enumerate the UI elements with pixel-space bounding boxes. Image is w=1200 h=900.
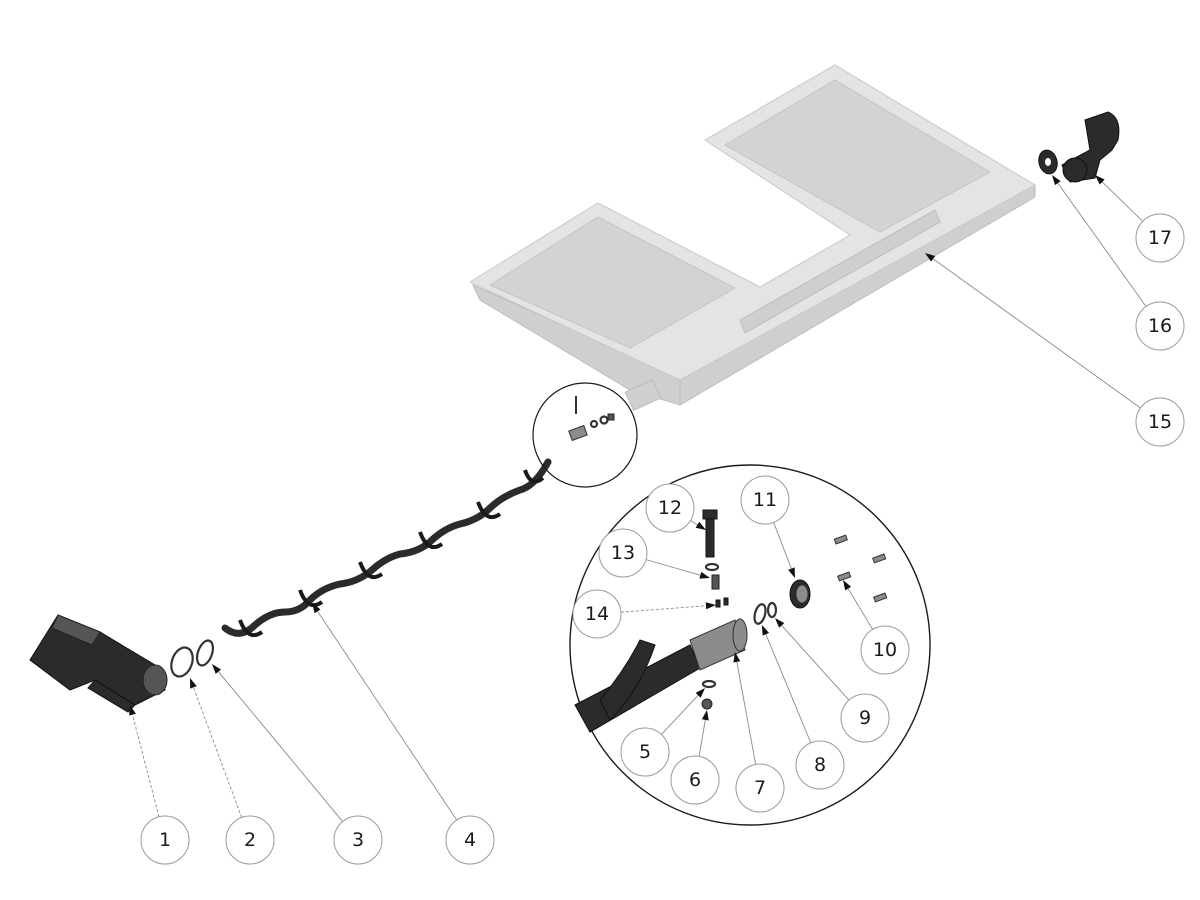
leader-arrowhead-15	[925, 253, 936, 262]
callout-5: 5	[620, 727, 670, 777]
leader-arrowhead-4	[312, 603, 321, 614]
callout-number-2: 2	[244, 829, 256, 851]
leader-arrowhead-2	[190, 678, 197, 689]
leader-line-14	[620, 605, 709, 613]
callout-number-17: 17	[1148, 227, 1172, 249]
callout-number-14: 14	[585, 603, 609, 625]
callout-circle-16	[1135, 301, 1185, 351]
callout-number-16: 16	[1148, 315, 1172, 337]
leader-arrowhead-8	[762, 625, 770, 636]
callout-circle-17	[1135, 213, 1185, 263]
callout-15: 15	[1135, 397, 1185, 447]
callout-number-12: 12	[658, 497, 682, 519]
detail-reference-circle	[532, 382, 638, 488]
leader-line-4	[316, 609, 458, 821]
callout-number-15: 15	[1148, 411, 1172, 433]
callout-4: 4	[445, 815, 495, 865]
callout-circle-11	[740, 475, 790, 525]
leader-arrowhead-1	[129, 705, 136, 716]
callout-6: 6	[670, 755, 720, 805]
leader-arrowhead-6	[701, 710, 709, 721]
callout-2: 2	[225, 815, 275, 865]
callout-8: 8	[795, 740, 845, 790]
callout-circle-4	[445, 815, 495, 865]
leader-arrowhead-7	[733, 652, 741, 663]
callout-12: 12	[645, 483, 695, 533]
end-bracket	[1061, 111, 1120, 183]
callout-circle-5	[620, 727, 670, 777]
callout-number-8: 8	[814, 754, 826, 776]
callout-number-11: 11	[753, 489, 777, 511]
mounting-bolts	[833, 534, 888, 603]
callout-circle-14	[572, 589, 622, 639]
callout-number-10: 10	[873, 639, 897, 661]
callout-7: 7	[735, 763, 785, 813]
leader-line-15	[931, 257, 1141, 409]
leader-arrowhead-17	[1095, 175, 1105, 185]
callout-number-4: 4	[464, 829, 476, 851]
callout-circle-2	[225, 815, 275, 865]
leader-line-16	[1056, 181, 1147, 307]
callout-circle-7	[735, 763, 785, 813]
leader-line-2	[192, 685, 243, 818]
end-washer	[1038, 149, 1058, 175]
callout-10: 10	[860, 625, 910, 675]
callout-number-9: 9	[859, 707, 871, 729]
leader-arrowhead-12	[695, 521, 706, 530]
callout-3: 3	[333, 815, 383, 865]
leader-line-13	[645, 559, 703, 577]
callout-number-6: 6	[689, 769, 701, 791]
leader-line-6	[698, 717, 707, 757]
callout-circle-1	[140, 815, 190, 865]
callout-17: 17	[1135, 213, 1185, 263]
leader-line-3	[216, 669, 344, 822]
callout-number-1: 1	[159, 829, 171, 851]
callout-circle-6	[670, 755, 720, 805]
leader-arrowhead-11	[788, 567, 795, 578]
leader-line-10	[846, 586, 874, 630]
callout-9: 9	[840, 693, 890, 743]
leader-lines	[129, 175, 1147, 822]
leader-line-17	[1100, 180, 1144, 222]
callout-number-13: 13	[611, 542, 635, 564]
auger-spout-housing	[29, 614, 168, 713]
leader-arrowhead-3	[212, 664, 222, 674]
callout-circle-9	[840, 693, 890, 743]
callout-circle-15	[1135, 397, 1185, 447]
callout-number-5: 5	[639, 741, 651, 763]
callout-number-3: 3	[352, 829, 364, 851]
callout-16: 16	[1135, 301, 1185, 351]
clamp-ring	[170, 646, 194, 678]
callout-circle-13	[598, 528, 648, 578]
callout-number-7: 7	[754, 777, 766, 799]
leader-arrowhead-9	[775, 618, 785, 628]
callout-circle-3	[333, 815, 383, 865]
leader-arrowhead-16	[1052, 175, 1061, 186]
leader-arrowhead-10	[843, 580, 852, 591]
leader-arrowhead-5	[695, 688, 705, 698]
leader-line-11	[773, 522, 793, 571]
leader-arrowhead-13	[699, 571, 710, 579]
leader-line-1	[131, 712, 160, 817]
leader-line-7	[736, 659, 757, 765]
callout-11: 11	[740, 475, 790, 525]
callout-circle-10	[860, 625, 910, 675]
o-ring	[195, 639, 215, 667]
leader-line-9	[780, 623, 850, 701]
callout-circle-12	[645, 483, 695, 533]
callout-1: 1	[140, 815, 190, 865]
hopper-tray	[468, 64, 1037, 412]
leader-line-5	[661, 693, 700, 735]
leader-line-8	[764, 632, 812, 743]
callout-circle-8	[795, 740, 845, 790]
leader-arrowhead-14	[705, 602, 716, 610]
callout-14: 14	[572, 589, 622, 639]
auger-flighting	[221, 458, 552, 637]
callout-13: 13	[598, 528, 648, 578]
